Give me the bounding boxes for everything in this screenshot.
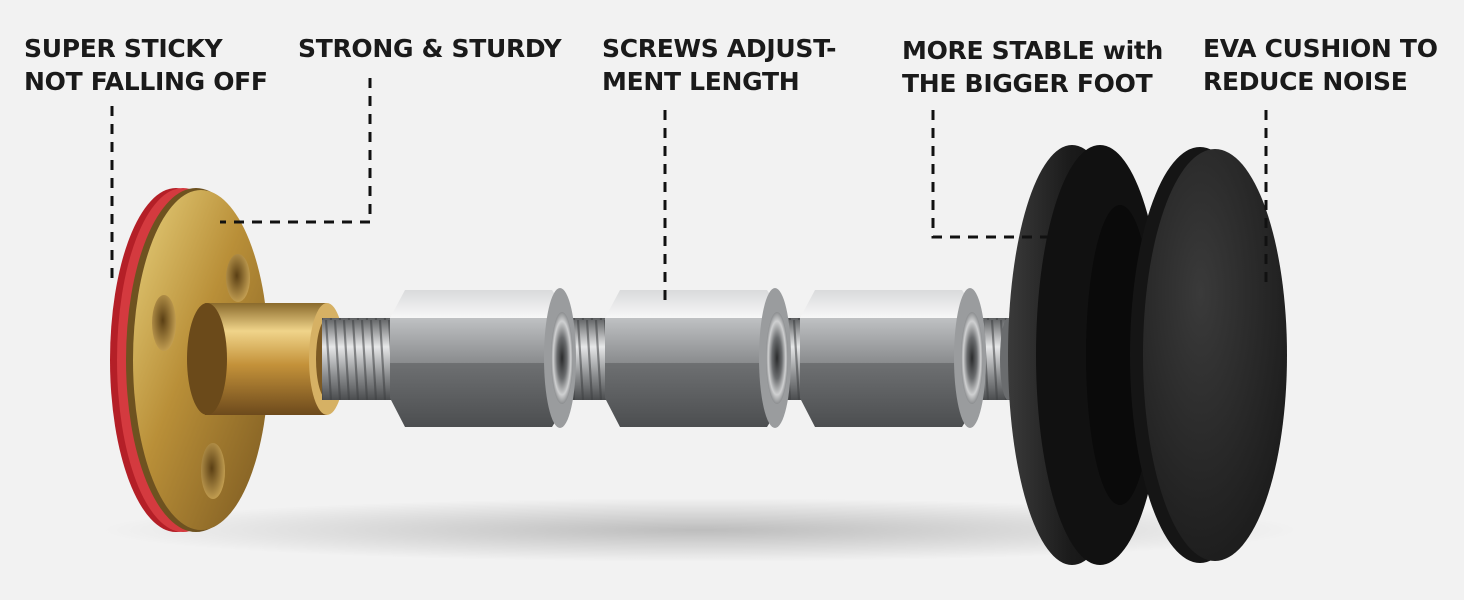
callout-line: MORE STABLE with bbox=[902, 36, 1164, 65]
callout-line: MENT LENGTH bbox=[602, 67, 800, 96]
callout-screws-adjustment: SCREWS ADJUST- MENT LENGTH bbox=[602, 32, 837, 98]
callout-more-stable: MORE STABLE with THE BIGGER FOOT bbox=[902, 34, 1163, 100]
hex-nut bbox=[800, 288, 986, 428]
screw-hole bbox=[226, 254, 250, 302]
screw-hole bbox=[152, 295, 176, 351]
callout-line: SUPER STICKY bbox=[24, 34, 223, 63]
callout-eva-cushion: EVA CUSHION TO REDUCE NOISE bbox=[1203, 32, 1438, 98]
callout-leaders bbox=[110, 78, 1268, 306]
callout-line: STRONG & STURDY bbox=[298, 34, 562, 63]
leader-sturdy bbox=[220, 78, 372, 224]
brass-sleeve bbox=[187, 303, 345, 415]
callout-line: SCREWS ADJUST- bbox=[602, 34, 837, 63]
callout-line: EVA CUSHION TO bbox=[1203, 34, 1438, 63]
screw-hole bbox=[201, 443, 225, 499]
callout-line: REDUCE NOISE bbox=[1203, 67, 1408, 96]
callout-strong-sturdy: STRONG & STURDY bbox=[298, 32, 562, 65]
hex-nut bbox=[390, 288, 576, 428]
ground-shadow bbox=[100, 498, 1300, 562]
callout-super-sticky: SUPER STICKY NOT FALLING OFF bbox=[24, 32, 268, 98]
callout-line: THE BIGGER FOOT bbox=[902, 69, 1153, 98]
callout-line: NOT FALLING OFF bbox=[24, 67, 268, 96]
eva-cushion bbox=[1143, 149, 1287, 561]
rubber-foot bbox=[1008, 145, 1287, 565]
hex-nut bbox=[605, 288, 791, 428]
leader-stable bbox=[931, 110, 1048, 239]
